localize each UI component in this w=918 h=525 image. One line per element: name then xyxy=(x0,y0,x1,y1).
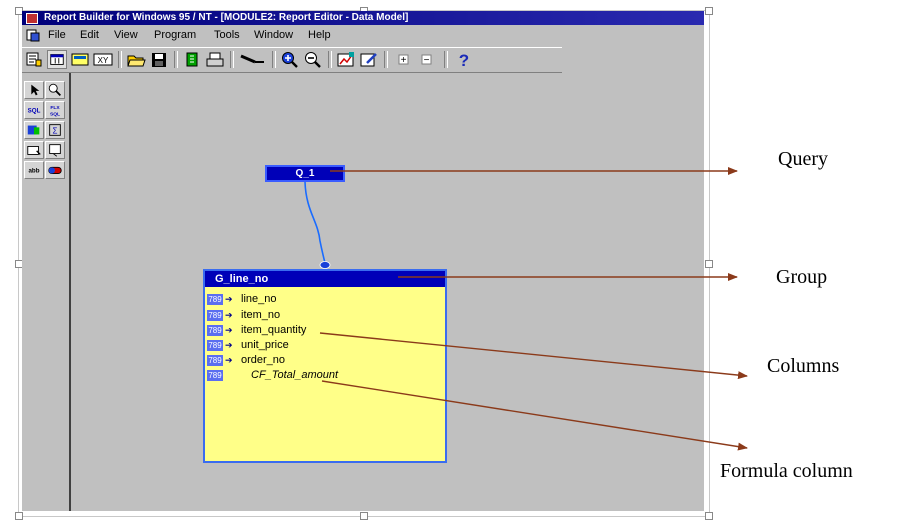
data-model-icon[interactable] xyxy=(47,50,67,69)
parameter-form-icon[interactable]: XY xyxy=(93,50,113,69)
resize-handle-mid-right[interactable] xyxy=(705,260,713,268)
svg-text:abb: abb xyxy=(28,168,39,175)
column-item[interactable]: 789➔ unit_price xyxy=(207,338,289,352)
number-datatype-icon: 789 xyxy=(207,324,223,336)
menu-help[interactable]: Help xyxy=(308,29,331,41)
save-icon[interactable] xyxy=(149,50,169,69)
columns-arrow xyxy=(319,332,748,380)
layout-model-icon[interactable] xyxy=(70,50,90,69)
svg-text:?: ? xyxy=(459,51,469,69)
flex-sql-icon[interactable]: FLX SQL xyxy=(45,101,65,119)
zoom-in-icon[interactable] xyxy=(280,50,300,69)
svg-text:−: − xyxy=(424,55,430,66)
data-link-icon[interactable] xyxy=(45,161,65,179)
column-arrow-icon: ➔ xyxy=(225,310,233,321)
callout-group: Group xyxy=(776,266,828,288)
help-icon[interactable]: ? xyxy=(454,50,474,69)
collapse-icon[interactable]: − xyxy=(417,50,437,69)
formula-column-icon[interactable]: Σ xyxy=(45,121,65,139)
resize-handle-bottom-right[interactable] xyxy=(705,512,713,520)
callout-formula-column: Formula column xyxy=(720,460,853,482)
column-name: CF_Total_amount xyxy=(251,369,339,382)
menu-view[interactable]: View xyxy=(114,29,138,41)
cross-product-icon[interactable] xyxy=(45,141,65,159)
svg-text:XY: XY xyxy=(98,56,109,65)
svg-text:Σ: Σ xyxy=(53,127,58,136)
column-arrow-icon: ➔ xyxy=(225,325,233,336)
column-arrow-icon: ➔ xyxy=(225,340,233,351)
svg-text:+: + xyxy=(401,55,407,66)
column-arrow-icon: ➔ xyxy=(225,294,233,305)
column-name: line_no xyxy=(241,293,277,306)
callout-columns: Columns xyxy=(767,355,840,377)
query-name: Q_1 xyxy=(295,168,315,179)
report-wizard-icon[interactable] xyxy=(24,50,44,69)
column-item[interactable]: 789➔ line_no xyxy=(207,292,276,306)
toolbar-separator xyxy=(174,51,178,68)
column-arrow-icon: ➔ xyxy=(225,355,233,366)
group-name: G_line_no xyxy=(215,273,269,285)
column-name: item_quantity xyxy=(241,324,307,337)
edit-icon[interactable] xyxy=(359,50,379,69)
expand-icon[interactable]: + xyxy=(394,50,414,69)
query-object[interactable]: Q_1 xyxy=(265,165,345,182)
callout-query: Query xyxy=(778,148,828,170)
tool-palette: SQL FLX SQL Σ abb xyxy=(22,73,71,511)
placeholder-column-icon[interactable] xyxy=(24,141,44,159)
resize-handle-bottom-mid[interactable] xyxy=(360,512,368,520)
toolbar-separator xyxy=(328,51,332,68)
menu-bar: File Edit View Program Tools Window Help xyxy=(22,25,704,45)
number-datatype-icon: 789 xyxy=(207,293,223,305)
text-field-icon[interactable]: abb xyxy=(24,161,44,179)
menu-program[interactable]: Program xyxy=(154,29,197,41)
formula-column-item[interactable]: 789 CF_Total_amount xyxy=(207,368,338,382)
column-name: unit_price xyxy=(241,339,289,352)
group-header[interactable]: G_line_no xyxy=(205,271,445,287)
formula-arrow xyxy=(321,380,748,451)
number-datatype-icon: 789 xyxy=(207,369,223,381)
svg-text:FLX: FLX xyxy=(50,105,60,111)
svg-text:SQL: SQL xyxy=(50,111,60,117)
column-name: item_no xyxy=(241,309,281,322)
toolbar-separator xyxy=(444,51,448,68)
zoom-out-icon[interactable] xyxy=(303,50,323,69)
column-name: order_no xyxy=(241,354,286,367)
svg-text:SQL: SQL xyxy=(28,108,41,115)
link-tool-icon[interactable] xyxy=(238,50,268,69)
toolbar-separator xyxy=(384,51,388,68)
select-arrow-icon[interactable] xyxy=(24,81,44,99)
menu-file[interactable]: File xyxy=(48,29,66,41)
open-folder-icon[interactable] xyxy=(126,50,146,69)
resize-handle-bottom-left[interactable] xyxy=(15,512,23,520)
column-item[interactable]: 789➔ order_no xyxy=(207,353,285,367)
sql-query-icon[interactable]: SQL xyxy=(24,101,44,119)
menu-window[interactable]: Window xyxy=(254,29,294,41)
toolbar-separator xyxy=(230,51,234,68)
title-bar: Report Builder for Windows 95 / NT - [MO… xyxy=(22,11,704,25)
toolbar-separator xyxy=(272,51,276,68)
print-icon[interactable] xyxy=(205,50,225,69)
column-item[interactable]: 789➔ item_no xyxy=(207,308,280,322)
column-item[interactable]: 789➔ item_quantity xyxy=(207,323,306,337)
toolbar: XY xyxy=(22,47,562,73)
resize-handle-top-right[interactable] xyxy=(705,7,713,15)
window-title: Report Builder for Windows 95 / NT - [MO… xyxy=(44,12,409,23)
number-datatype-icon: 789 xyxy=(207,339,223,351)
number-datatype-icon: 789 xyxy=(207,354,223,366)
chart-icon[interactable] xyxy=(336,50,356,69)
report-builder-window: Report Builder for Windows 95 / NT - [MO… xyxy=(22,11,704,511)
magnify-icon[interactable] xyxy=(45,81,65,99)
system-menu-icon[interactable] xyxy=(26,13,38,24)
menu-tools[interactable]: Tools xyxy=(214,29,240,41)
toolbar-separator xyxy=(118,51,122,68)
group-object[interactable]: G_line_no 789➔line_no 789➔item_no 789➔it… xyxy=(203,269,447,463)
number-datatype-icon: 789 xyxy=(207,309,223,321)
run-icon[interactable] xyxy=(182,50,202,69)
app-menu-icon[interactable] xyxy=(26,28,40,42)
summary-column-icon[interactable] xyxy=(24,121,44,139)
menu-edit[interactable]: Edit xyxy=(80,29,99,41)
